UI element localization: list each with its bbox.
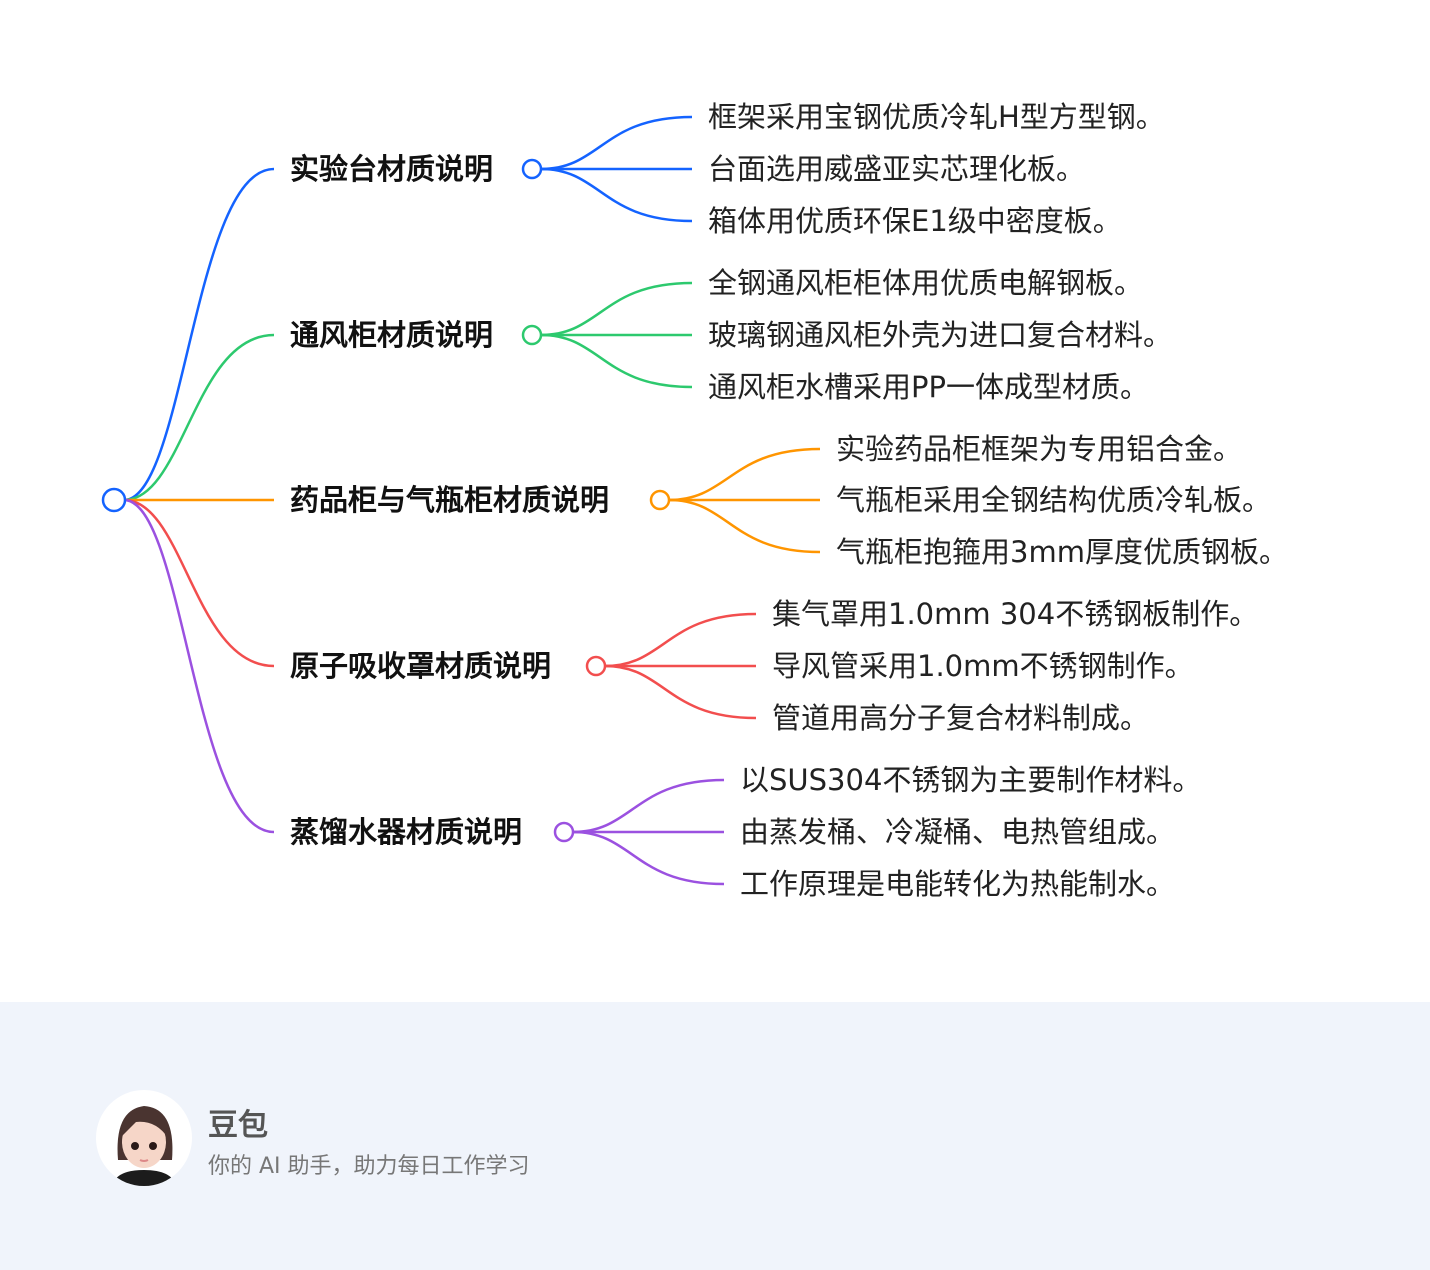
branch-label: 通风柜材质说明 <box>290 318 493 352</box>
leaf-connector <box>540 333 693 389</box>
branch-node-icon <box>585 655 607 677</box>
avatar <box>96 1090 192 1186</box>
branch-3: 药品柜与气瓶柜材质说明 实验药品柜框架为专用铝合金。气瓶柜采用全钢结构优质冷轧板。… <box>123 432 1288 569</box>
leaf-connector <box>572 778 725 834</box>
leaf-connector <box>540 115 693 171</box>
leaf-label: 集气罩用1.0mm 304不锈钢板制作。 <box>772 597 1258 631</box>
assistant-name: 豆包 <box>208 1108 268 1143</box>
leaf-connector <box>540 281 693 337</box>
branch-connector <box>123 167 275 502</box>
branch-node-icon <box>521 324 543 346</box>
leaf-connector <box>668 447 821 502</box>
leaf-label: 框架采用宝钢优质冷轧H型方型钢。 <box>708 100 1165 134</box>
branch-connector <box>123 498 275 668</box>
branch-1: 实验台材质说明 框架采用宝钢优质冷轧H型方型钢。台面选用威盛亚实芯理化板。箱体用优… <box>123 100 1165 502</box>
branch-connector <box>123 333 275 502</box>
branch-4: 原子吸收罩材质说明 集气罩用1.0mm 304不锈钢板制作。导风管采用1.0mm不… <box>123 498 1258 735</box>
footer: 豆包 你的 AI 助手，助力每日工作学习 <box>0 1002 1430 1270</box>
branch-label: 原子吸收罩材质说明 <box>290 649 551 683</box>
mind-map: 实验台材质说明 框架采用宝钢优质冷轧H型方型钢。台面选用威盛亚实芯理化板。箱体用优… <box>101 100 1288 901</box>
branch-label: 蒸馏水器材质说明 <box>290 815 522 849</box>
branch-node-icon <box>521 158 543 180</box>
leaf-label: 实验药品柜框架为专用铝合金。 <box>836 432 1242 466</box>
leaf-label: 台面选用威盛亚实芯理化板。 <box>708 152 1085 186</box>
leaf-connector <box>604 612 757 668</box>
assistant-slogan: 你的 AI 助手，助力每日工作学习 <box>208 1154 530 1179</box>
leaf-label: 管道用高分子复合材料制成。 <box>772 701 1149 735</box>
branch-label: 药品柜与气瓶柜材质说明 <box>290 483 609 517</box>
leaf-label: 气瓶柜抱箍用3mm厚度优质钢板。 <box>836 535 1288 569</box>
branch-2: 通风柜材质说明 全钢通风柜柜体用优质电解钢板。玻璃钢通风柜外壳为进口复合材料。通风… <box>123 266 1172 502</box>
branch-connector <box>123 498 275 834</box>
leaf-label: 全钢通风柜柜体用优质电解钢板。 <box>708 266 1143 300</box>
leaf-label: 箱体用优质环保E1级中密度板。 <box>708 204 1122 238</box>
leaf-label: 以SUS304不锈钢为主要制作材料。 <box>740 763 1201 797</box>
branch-node-icon <box>553 821 575 843</box>
leaf-connector <box>668 498 821 554</box>
branch-node-icon <box>649 489 671 511</box>
leaf-label: 通风柜水槽采用PP一体成型材质。 <box>708 370 1149 404</box>
leaf-connector <box>572 830 725 886</box>
leaf-label: 由蒸发桶、冷凝桶、电热管组成。 <box>740 815 1175 849</box>
branch-5: 蒸馏水器材质说明 以SUS304不锈钢为主要制作材料。由蒸发桶、冷凝桶、电热管组成… <box>123 498 1201 901</box>
leaf-connector <box>604 664 757 720</box>
leaf-label: 玻璃钢通风柜外壳为进口复合材料。 <box>708 318 1172 352</box>
root-node-icon <box>101 487 127 513</box>
leaf-label: 气瓶柜采用全钢结构优质冷轧板。 <box>836 483 1271 517</box>
branch-label: 实验台材质说明 <box>290 152 493 186</box>
leaf-label: 导风管采用1.0mm不锈钢制作。 <box>772 649 1194 683</box>
leaf-connector <box>540 167 693 223</box>
leaf-label: 工作原理是电能转化为热能制水。 <box>740 867 1175 901</box>
